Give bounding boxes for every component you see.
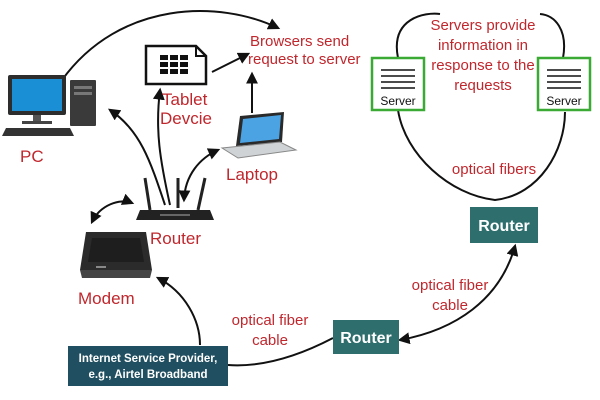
server-right-label: Server	[546, 94, 581, 108]
tablet-icon	[144, 44, 208, 86]
router-bottom-box	[333, 320, 399, 354]
servers-note-line1: Servers provide	[430, 17, 535, 34]
router-bottom-right-arrow	[397, 243, 519, 345]
router-laptop-arrow	[178, 148, 221, 203]
servers-ring	[395, 12, 566, 202]
connection-lines	[61, 10, 566, 367]
pc-icon	[2, 75, 96, 136]
router-to-pc-arrow	[108, 108, 166, 206]
tablet-to-browsers-arrow	[211, 52, 251, 73]
tablet-label-line1: Tablet	[162, 90, 208, 109]
isp-label-line2: e.g., Airtel Broadband	[88, 369, 207, 381]
servers-note-line2: information in	[438, 37, 528, 54]
laptop-icon	[220, 112, 298, 159]
tablet-label-line2: Devcie	[160, 109, 212, 128]
optical-fiber-left-line2: cable	[252, 332, 288, 349]
laptop-label: Laptop	[226, 165, 278, 184]
router-bottom-label: Router	[340, 330, 392, 347]
isp-box	[68, 346, 228, 386]
optical-fiber-mid-line2: cable	[432, 297, 468, 314]
browsers-note-line2: request to server	[248, 51, 361, 68]
optical-fiber-left-line1: optical fiber	[232, 312, 309, 329]
router-right-box	[470, 207, 538, 243]
home-router-icon	[136, 177, 214, 220]
isp-to-router-line	[227, 337, 334, 367]
server-right-icon	[536, 56, 592, 112]
home-router-label: Router	[150, 229, 201, 248]
servers-note-line3: response to the	[431, 57, 534, 74]
router-to-tablet-arrow	[152, 87, 171, 206]
modem-icon	[80, 232, 152, 278]
router-right-label: Router	[478, 218, 530, 235]
isp-to-modem-arrow	[155, 276, 201, 346]
pc-label: PC	[20, 147, 44, 166]
isp-label-line1: Internet Service Provider,	[79, 353, 218, 365]
optical-fibers-label: optical fibers	[452, 161, 536, 178]
server-left-label: Server	[380, 94, 415, 108]
modem-label: Modem	[78, 289, 135, 308]
server-left-icon	[370, 56, 426, 112]
pc-to-browsers-arrow	[61, 10, 281, 81]
optical-fiber-mid-line1: optical fiber	[412, 277, 489, 294]
router-modem-arrow	[90, 193, 135, 225]
servers-note-line4: requests	[454, 77, 512, 94]
browsers-note-line1: Browsers send	[250, 33, 349, 50]
